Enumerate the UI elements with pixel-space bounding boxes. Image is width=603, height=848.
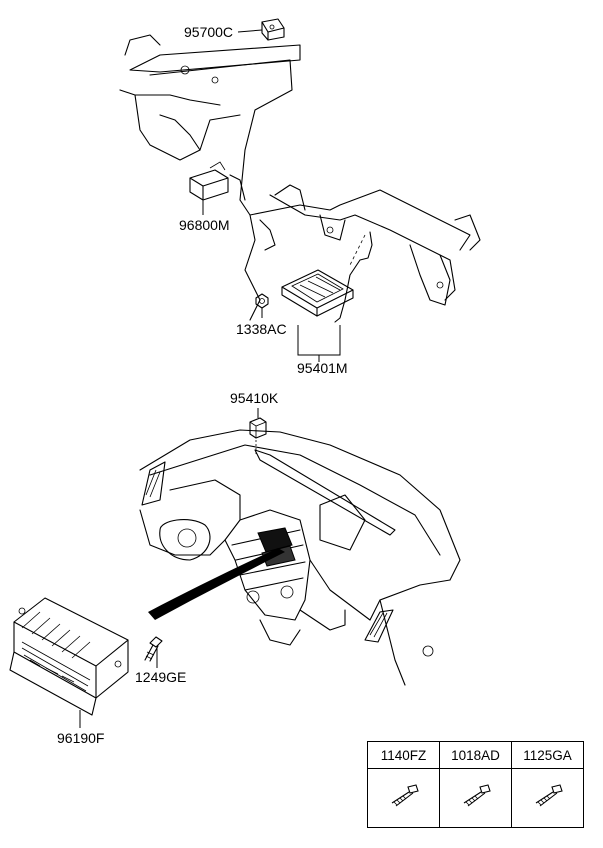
fastener-header: 1140FZ xyxy=(367,741,440,769)
label-1249ge: 1249GE xyxy=(135,669,187,685)
part-96190f-control-unit xyxy=(9,597,129,716)
fastener-header: 1018AD xyxy=(439,741,512,769)
part-1249ge-bolt xyxy=(144,636,163,662)
part-95700c-connector xyxy=(261,18,285,41)
fastener-table: 1140FZ 1018AD 1125GA xyxy=(367,741,584,828)
fastener-cell xyxy=(367,768,440,828)
fastener-header: 1125GA xyxy=(511,741,584,769)
part-96800m-module xyxy=(189,161,229,201)
label-95401m: 95401M xyxy=(297,360,348,376)
fastener-cell xyxy=(439,768,512,828)
leader-95700c xyxy=(237,29,263,33)
bolt-icon xyxy=(391,783,419,806)
label-96190f: 96190F xyxy=(57,730,105,746)
bolt-icon xyxy=(463,783,491,806)
part-95410k-sensor xyxy=(249,417,267,439)
label-95700c: 95700C xyxy=(184,24,234,40)
leader-95401m xyxy=(297,325,341,362)
part-1338ac-nut xyxy=(255,293,269,309)
bolt-icon xyxy=(535,783,563,806)
label-1338ac: 1338AC xyxy=(236,321,287,337)
part-95401m-unit xyxy=(281,231,373,323)
cowl-crossbar xyxy=(119,34,481,321)
dashboard xyxy=(139,429,461,686)
fastener-cell xyxy=(511,768,584,828)
label-96800m: 96800M xyxy=(179,217,230,233)
callout-swoosh xyxy=(148,548,285,620)
label-95410k: 95410K xyxy=(230,390,279,406)
